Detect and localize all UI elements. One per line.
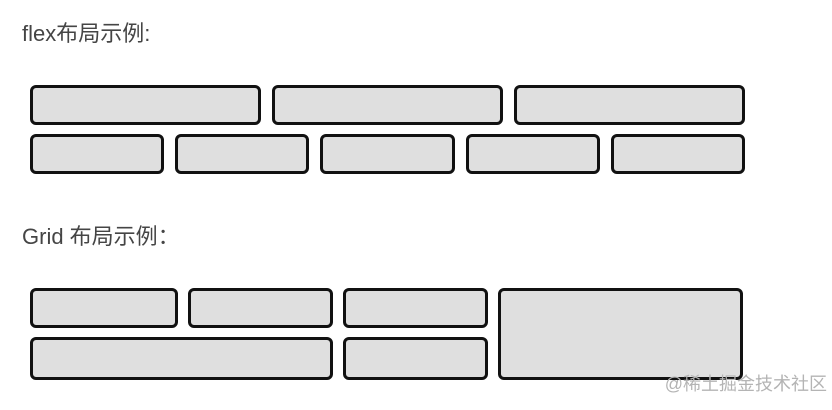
grid-demo-box-2 xyxy=(188,288,333,328)
flex-demo-box xyxy=(272,85,503,125)
flex-demo-box xyxy=(610,134,746,174)
flex-demo-row-1 xyxy=(30,85,745,125)
community-watermark: @稀土掘金技术社区 xyxy=(664,374,827,394)
grid-section-title: Grid 布局示例： xyxy=(22,224,180,249)
grid-demo-box-6 xyxy=(343,337,488,380)
grid-demo-box-4-rowspan xyxy=(498,288,743,380)
flex-demo-box xyxy=(320,134,455,174)
grid-demo-box-5-colspan xyxy=(30,337,333,380)
grid-demo-box-1 xyxy=(30,288,178,328)
flex-demo-box xyxy=(514,85,745,125)
flex-demo-box xyxy=(175,134,310,174)
grid-demo xyxy=(30,288,743,380)
grid-demo-box-3 xyxy=(343,288,488,328)
flex-demo-box xyxy=(30,85,261,125)
flex-demo-row-2 xyxy=(30,134,746,174)
flex-demo-box xyxy=(465,134,600,174)
flex-section-title: flex布局示例: xyxy=(22,21,151,46)
flex-demo-box xyxy=(30,134,165,174)
